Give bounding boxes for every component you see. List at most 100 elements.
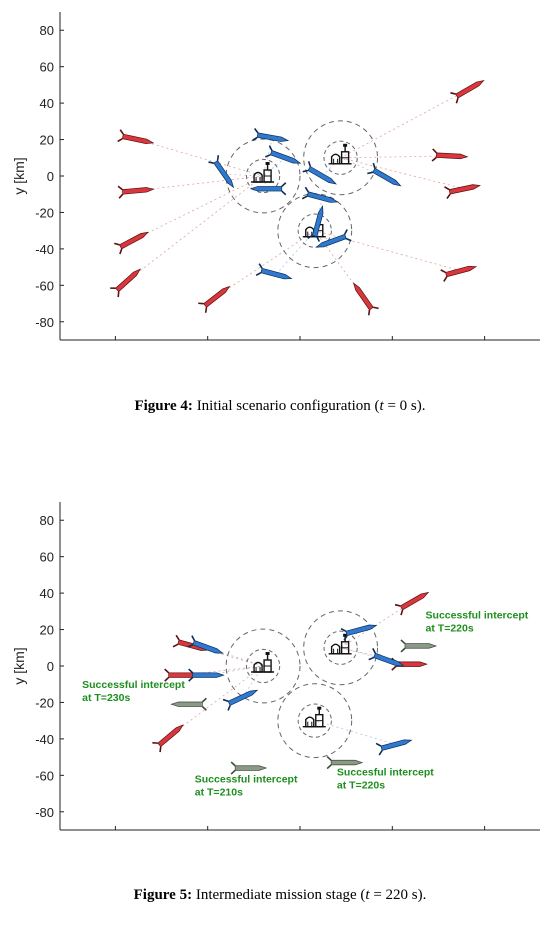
missile-body: [372, 167, 402, 187]
threat-missile-icon: [352, 282, 379, 316]
missile-body: [213, 160, 235, 189]
antenna-top-icon: [343, 143, 348, 147]
missile-body: [352, 282, 374, 311]
interceptor-missile-icon: [367, 162, 402, 187]
defense-zone-outer: [225, 628, 301, 704]
y-tick-label: -40: [35, 242, 54, 257]
missile-fins: [307, 234, 321, 242]
missile-body: [115, 268, 142, 293]
missile-body: [192, 672, 225, 678]
missile-body: [345, 624, 378, 637]
missile-body: [306, 191, 339, 203]
intercepted-missile-icon: [326, 755, 364, 770]
y-tick-label: 40: [40, 586, 54, 601]
missile-body: [380, 739, 413, 751]
missile-fins: [394, 603, 404, 616]
hangar-icon: [253, 661, 263, 673]
threat-trajectory: [340, 157, 465, 190]
y-tick-label: 20: [40, 623, 54, 638]
annotation-line: Successful intercept: [82, 679, 185, 691]
interceptor-missile-icon: [265, 145, 302, 164]
base-icon: [251, 162, 275, 183]
y-tick-label: -60: [35, 278, 54, 293]
figure-5-label: Figure 5:: [133, 887, 193, 903]
figure-4-caption-text-before: Initial scenario configuration (: [196, 398, 380, 414]
figure-5-caption: Figure 5: Intermediate mission stage (t …: [0, 887, 560, 904]
figure-4-plot: -100-50050100806040200-20-40-60-80x [km]…: [11, 12, 540, 379]
missile-fins: [208, 155, 220, 164]
threat-missile-icon: [152, 724, 184, 753]
antenna-top-icon: [317, 706, 322, 710]
missile-body: [455, 79, 485, 99]
y-tick-label: 40: [40, 96, 54, 111]
figure-4-label: Figure 4:: [134, 398, 193, 414]
defense-zone-outer: [303, 610, 379, 686]
missile-fins: [326, 755, 332, 770]
missile-body: [269, 150, 302, 164]
threat-trajectory: [137, 139, 264, 177]
defense-zone-inner: [297, 213, 332, 248]
missile-fins: [343, 229, 352, 242]
y-tick-label: 0: [47, 169, 54, 184]
missile-fins: [431, 148, 438, 162]
missile-body: [307, 166, 337, 185]
interceptor-missile-icon: [222, 689, 259, 711]
y-tick-label: -80: [35, 805, 54, 820]
annotation-line: Successful intercept: [426, 610, 529, 622]
interceptor-missile-icon: [368, 648, 405, 667]
threat-trajectory: [133, 175, 264, 241]
missile-fins: [114, 242, 123, 255]
threat-missile-icon: [198, 285, 231, 313]
base-icon: [328, 633, 352, 655]
annotation-line: at T=220s: [426, 623, 474, 635]
missile-fins: [301, 186, 309, 200]
threat-trajectory: [340, 88, 471, 159]
missile-body: [399, 591, 430, 611]
missile-body: [445, 265, 478, 278]
defense-zone-inner: [297, 703, 332, 738]
threat-trajectory: [216, 230, 315, 297]
threat-trajectory: [170, 665, 264, 736]
threat-trajectory: [314, 230, 461, 272]
interceptor-missile-icon: [307, 205, 324, 242]
annotation-line: Succesful intercept: [337, 766, 434, 778]
figure-4-caption-text-after: = 0 s).: [383, 398, 426, 414]
missile-fins: [367, 162, 376, 175]
interceptor-missile-icon: [302, 161, 337, 185]
defense-zone-inner: [323, 630, 358, 665]
annotation-line: at T=230s: [82, 692, 130, 704]
interceptor-trajectory: [224, 173, 264, 177]
missile-body: [249, 186, 283, 192]
missile-fins: [164, 668, 170, 682]
missile-body: [203, 285, 231, 308]
missile-body: [373, 652, 405, 667]
missile-body: [234, 765, 268, 771]
missile-fins: [340, 627, 348, 641]
missile-fins: [302, 161, 312, 173]
missile-fins: [117, 129, 124, 143]
y-tick-label: -20: [35, 205, 54, 220]
interceptor-missile-icon: [301, 186, 339, 203]
missile-fins: [110, 287, 120, 298]
threat-trajectory: [128, 175, 264, 281]
figure-5-plot: -100-50050100806040200-20-40-60-80x [km]…: [11, 502, 540, 869]
missile-fins: [367, 306, 379, 316]
defense-zone-inner: [323, 140, 358, 175]
defense-zone-outer: [225, 138, 301, 214]
hangar-icon: [330, 153, 341, 165]
missile-fins: [375, 742, 383, 756]
missile-fins: [255, 263, 263, 276]
missile-fins: [265, 145, 273, 158]
figure-4-caption-var: t: [379, 398, 384, 414]
base-icon: [251, 652, 275, 673]
missile-body: [227, 689, 259, 706]
threat-missile-icon: [431, 148, 469, 162]
hangar-icon: [305, 716, 315, 728]
interceptor-trajectory: [314, 720, 397, 745]
threat-missile-icon: [117, 129, 155, 145]
y-tick-label: -20: [35, 695, 54, 710]
y-tick-label: 80: [40, 513, 54, 528]
